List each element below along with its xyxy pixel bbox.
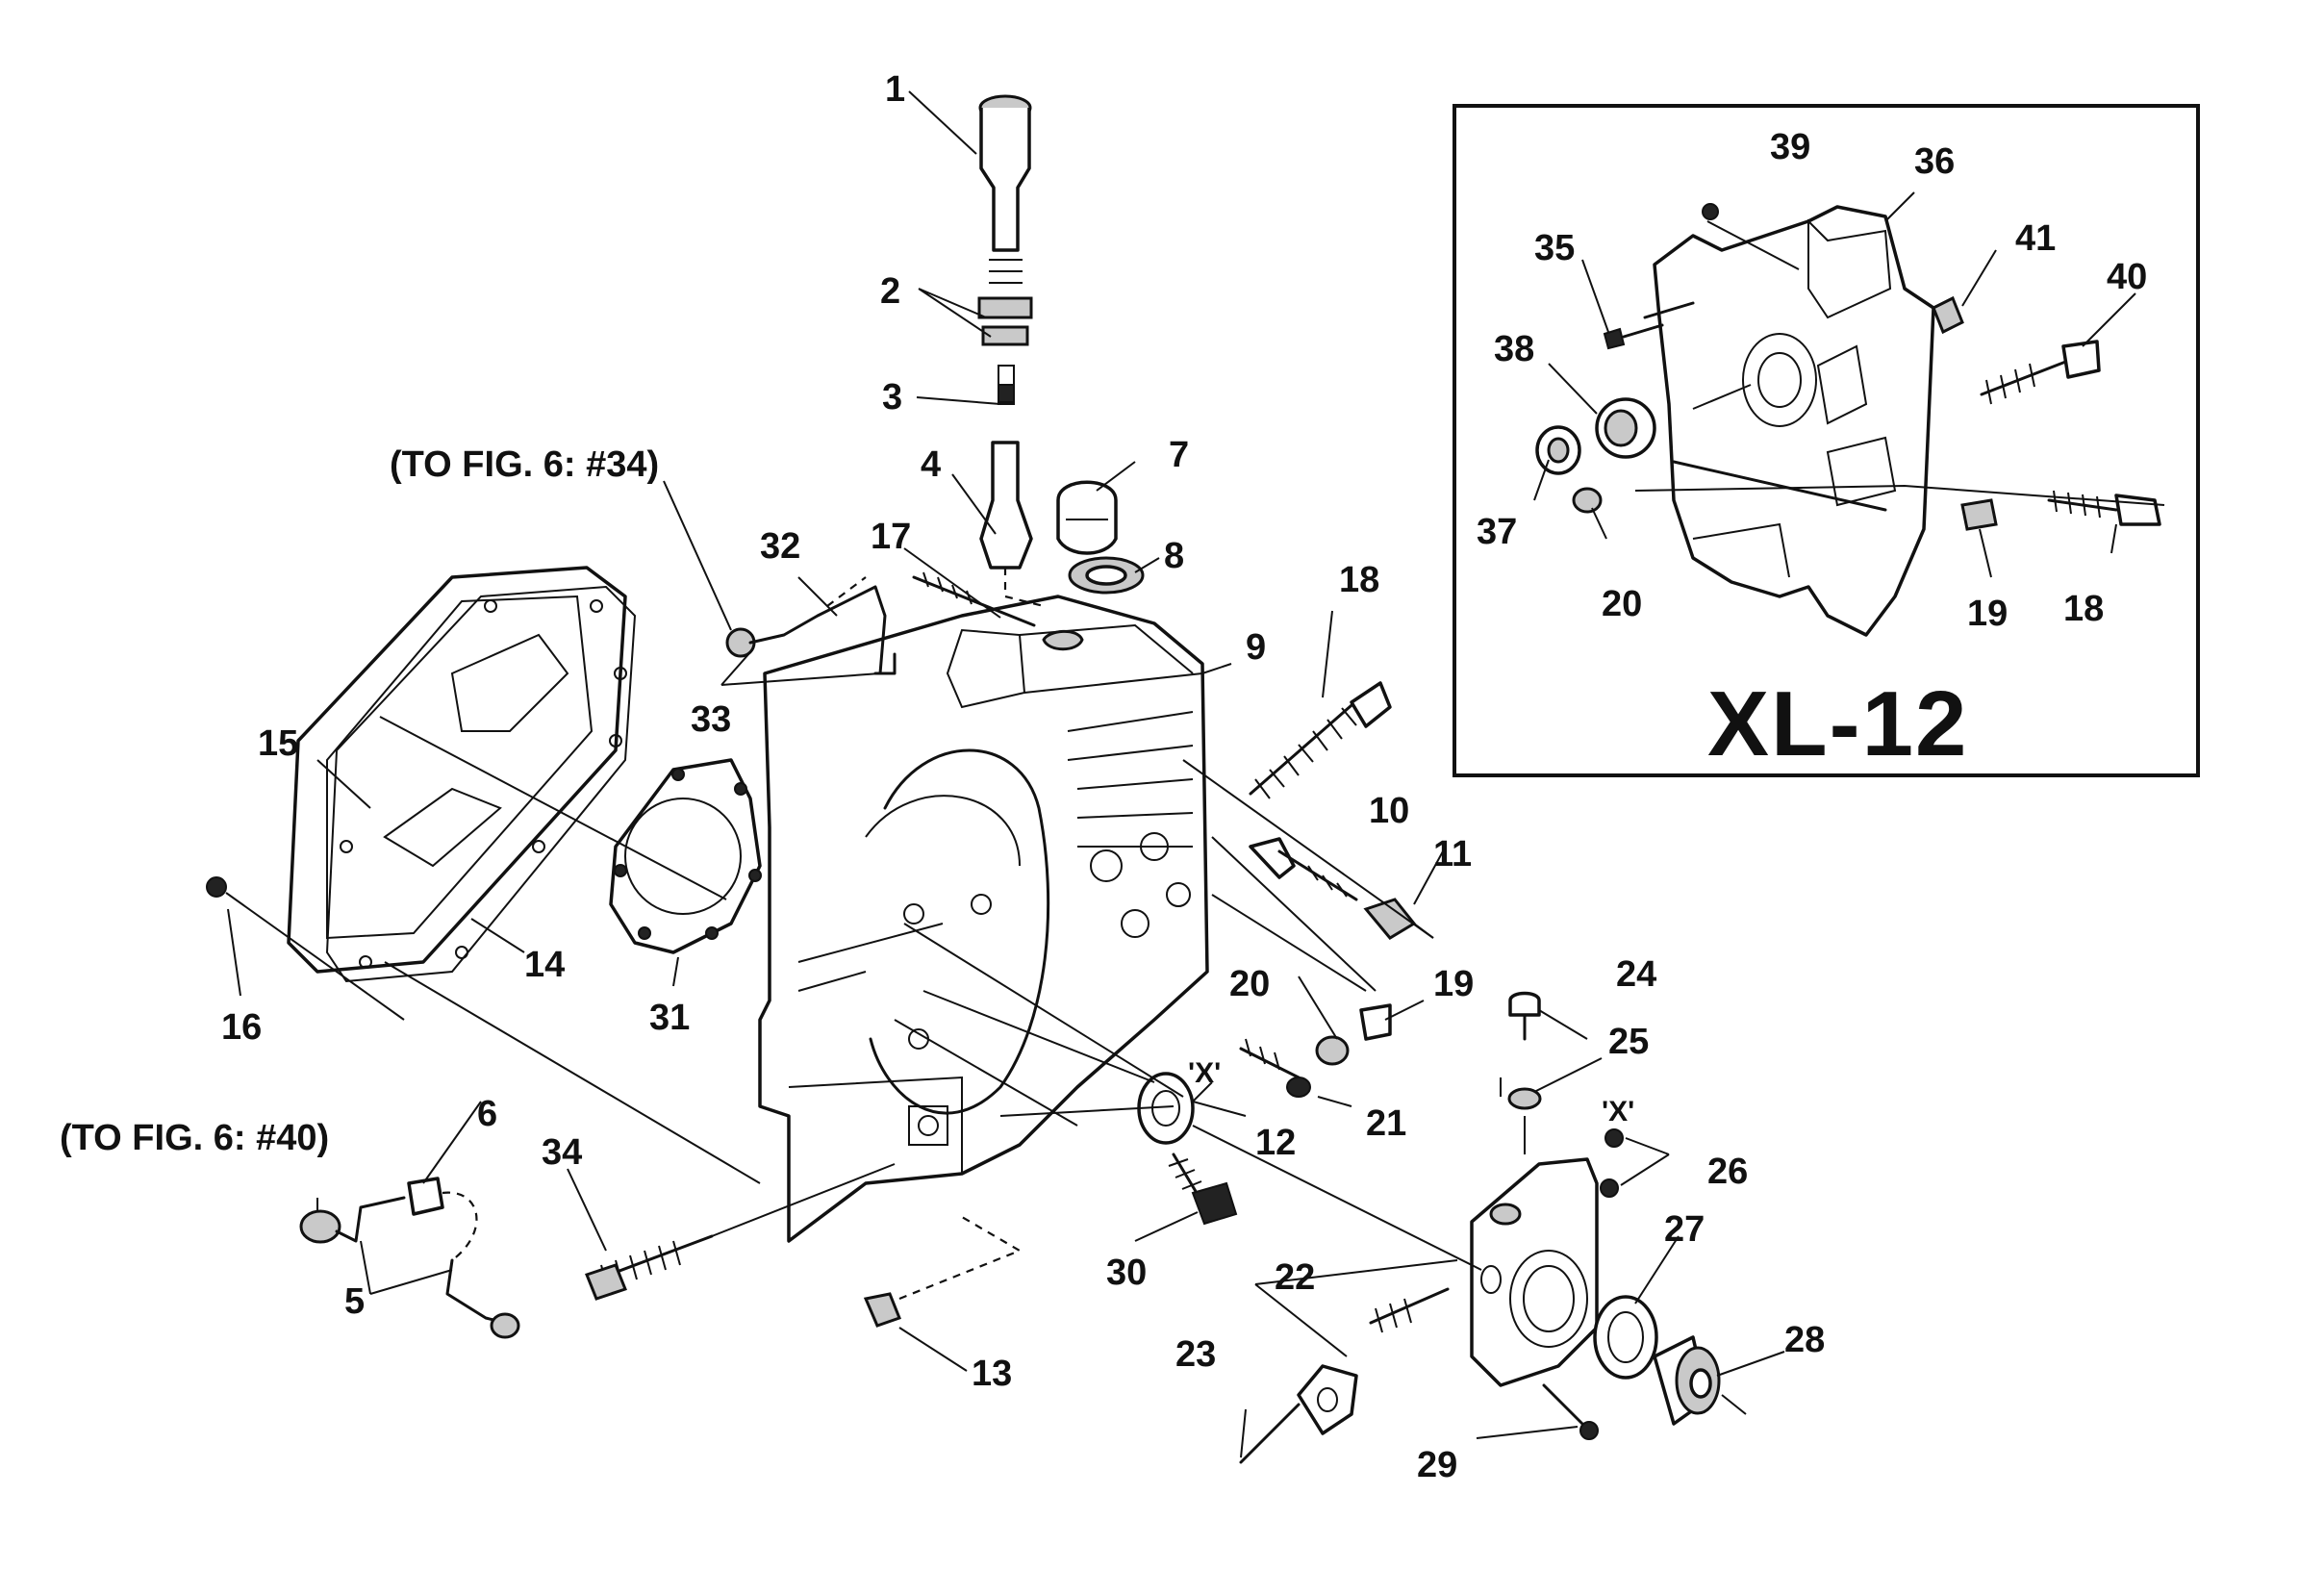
label-7: 7 bbox=[1169, 435, 1189, 475]
inset-label-38: 38 bbox=[1494, 329, 1534, 369]
label-10: 10 bbox=[1369, 791, 1409, 831]
label-29: 29 bbox=[1417, 1445, 1457, 1485]
oil-cap bbox=[1056, 480, 1145, 595]
reference-fig6-34: (TO FIG. 6: #34) bbox=[390, 444, 659, 485]
x-mark-pump: 'X' bbox=[1602, 1096, 1634, 1127]
label-34: 34 bbox=[542, 1132, 582, 1173]
bolt-30 bbox=[1168, 1153, 1238, 1226]
inset-label-36: 36 bbox=[1914, 141, 1955, 182]
label-20: 20 bbox=[1229, 964, 1270, 1004]
bolt-17 bbox=[912, 571, 1036, 627]
x-mark-housing: 'X' bbox=[1188, 1057, 1221, 1089]
label-5: 5 bbox=[344, 1281, 365, 1322]
inset-label-35: 35 bbox=[1534, 228, 1575, 268]
label-28: 28 bbox=[1784, 1320, 1825, 1360]
main-housing bbox=[758, 595, 1209, 1243]
label-1: 1 bbox=[885, 69, 905, 110]
fuel-line bbox=[299, 1177, 520, 1339]
label-26: 26 bbox=[1707, 1152, 1748, 1192]
gasket bbox=[325, 585, 637, 983]
dipstick-assembly bbox=[977, 94, 1045, 608]
inset-label-37: 37 bbox=[1477, 512, 1517, 552]
cover-plate bbox=[287, 566, 627, 974]
label-30: 30 bbox=[1106, 1253, 1147, 1293]
label-11: 11 bbox=[1433, 834, 1472, 874]
label-18: 18 bbox=[1339, 560, 1379, 600]
inset-label-39: 39 bbox=[1770, 127, 1810, 167]
label-17: 17 bbox=[871, 517, 911, 557]
label-12: 12 bbox=[1255, 1123, 1296, 1163]
callout-labels: 1 2 3 4 5 6 7 8 9 10 11 12 13 14 15 16 1… bbox=[60, 69, 2147, 1485]
reference-fig6-40: (TO FIG. 6: #40) bbox=[60, 1118, 329, 1158]
label-22: 22 bbox=[1275, 1257, 1315, 1298]
label-33: 33 bbox=[691, 699, 731, 740]
bolt-18 bbox=[1249, 681, 1392, 799]
label-8: 8 bbox=[1164, 536, 1184, 576]
label-13: 13 bbox=[972, 1354, 1012, 1394]
fitting-34 bbox=[585, 1234, 714, 1301]
label-9: 9 bbox=[1246, 627, 1266, 668]
breather-tube bbox=[725, 576, 897, 675]
label-24: 24 bbox=[1616, 954, 1656, 995]
label-19: 19 bbox=[1433, 964, 1474, 1004]
inset-label-18: 18 bbox=[2063, 589, 2104, 629]
xl12-inset bbox=[1453, 104, 2200, 777]
label-14: 14 bbox=[524, 945, 565, 985]
label-32: 32 bbox=[760, 526, 800, 567]
inset-label-41: 41 bbox=[2015, 218, 2056, 259]
bolt-16 bbox=[206, 876, 405, 1021]
label-15: 15 bbox=[258, 723, 298, 764]
pump-assembly bbox=[1239, 991, 1747, 1464]
label-31: 31 bbox=[649, 998, 690, 1038]
plug-13 bbox=[863, 1216, 1023, 1328]
inset-label-19: 19 bbox=[1967, 594, 2008, 634]
inset-label-20: 20 bbox=[1602, 584, 1642, 624]
label-25: 25 bbox=[1608, 1022, 1649, 1062]
label-16: 16 bbox=[221, 1007, 262, 1048]
label-6: 6 bbox=[477, 1094, 497, 1134]
leader-lines bbox=[227, 90, 1785, 1458]
label-3: 3 bbox=[882, 377, 902, 418]
pivot-shaft bbox=[1249, 837, 1434, 940]
label-2: 2 bbox=[880, 271, 900, 312]
adjuster bbox=[1211, 894, 1392, 1098]
inset-label-40: 40 bbox=[2107, 257, 2147, 297]
label-4: 4 bbox=[921, 444, 941, 485]
label-21: 21 bbox=[1366, 1103, 1406, 1144]
label-23: 23 bbox=[1175, 1334, 1216, 1375]
round-gasket bbox=[609, 758, 762, 954]
inset-title: XL-12 bbox=[1707, 672, 1968, 775]
label-27: 27 bbox=[1664, 1209, 1705, 1250]
